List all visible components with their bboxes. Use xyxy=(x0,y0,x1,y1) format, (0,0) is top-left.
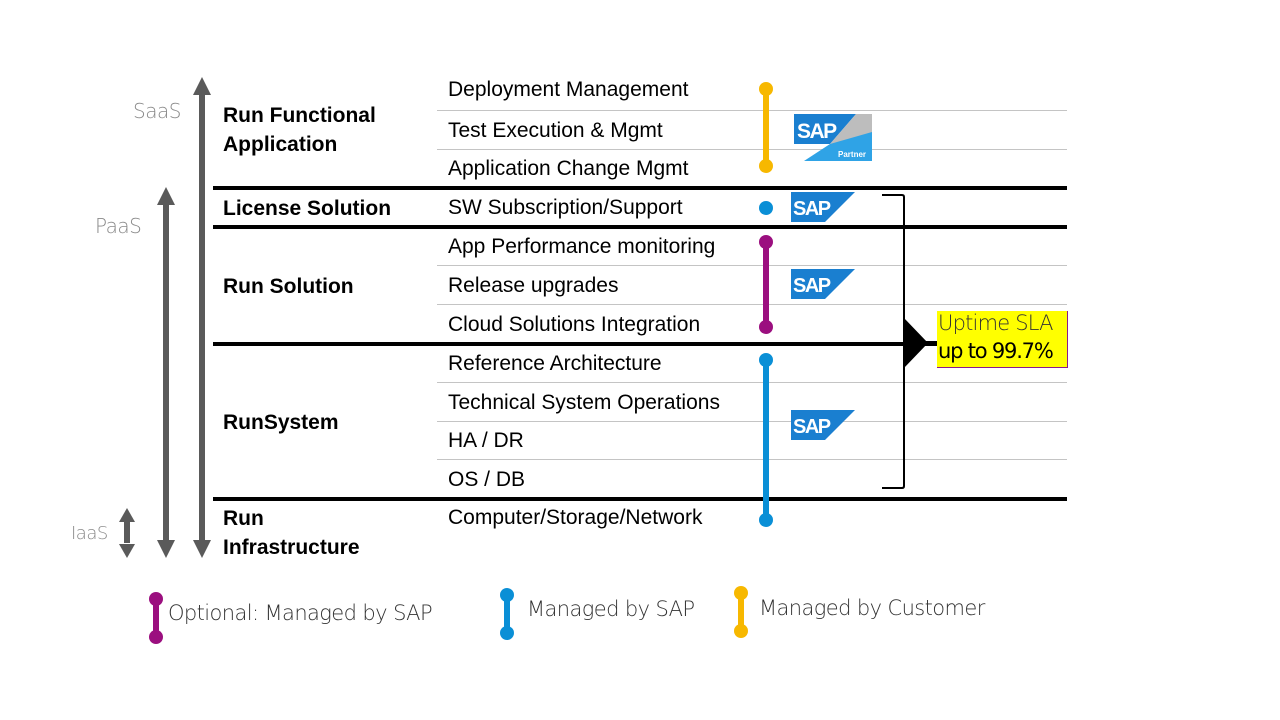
sap-logo-run-solution: SAP xyxy=(791,269,855,299)
tier-label-saas: SaaS xyxy=(133,99,181,123)
sla-highlight xyxy=(937,311,1068,368)
partner-logo-text: Partner xyxy=(838,150,866,159)
management-bars xyxy=(759,82,773,527)
legend-optional-icon xyxy=(149,592,163,644)
legend-sap-label: Managed by SAP xyxy=(527,597,695,621)
row-release-upgrades: Release upgrades xyxy=(448,274,619,297)
paas-arrow-icon xyxy=(157,187,175,558)
row-divider xyxy=(437,304,1067,305)
sap-logo-text: SAP xyxy=(793,416,831,438)
layer-license-solution: License Solution xyxy=(223,197,392,220)
layer-label-line1: Run Functional xyxy=(223,104,376,127)
sap-logo-text: SAP xyxy=(797,120,837,143)
sap-managed-bar xyxy=(759,353,773,527)
legend-customer-icon xyxy=(734,586,748,638)
legend-customer-label: Managed by Customer xyxy=(759,596,985,620)
sap-partner-logo: SAP Partner xyxy=(794,114,872,161)
row-compute-storage-network: Computer/Storage/Network xyxy=(448,506,703,529)
row-cloud-solutions: Cloud Solutions Integration xyxy=(448,313,701,336)
layer-label-line1: Run xyxy=(223,507,264,530)
row-divider xyxy=(437,459,1067,460)
row-sw-subscription: SW Subscription/Support xyxy=(448,196,683,219)
layer-label-line2: Application xyxy=(223,133,338,156)
layer-run-functional-application: Run Functional Application xyxy=(223,101,376,159)
row-reference-architecture: Reference Architecture xyxy=(448,352,662,375)
layer-divider xyxy=(213,342,1067,346)
tier-label-paas: PaaS xyxy=(95,214,142,238)
layer-run-system: RunSystem xyxy=(223,411,339,434)
layer-divider xyxy=(213,186,1067,190)
sap-logo-run-system: SAP xyxy=(791,410,855,440)
sla-value: up to 99.7% xyxy=(938,339,1054,363)
row-deployment-management: Deployment Management xyxy=(448,78,689,101)
saas-arrow-icon xyxy=(193,77,211,558)
sla-title: Uptime SLA xyxy=(938,311,1054,335)
layer-run-solution: Run Solution xyxy=(223,275,354,298)
sap-logo-license: SAP xyxy=(791,192,855,222)
legend-sap-icon xyxy=(500,588,514,640)
row-technical-system-operations: Technical System Operations xyxy=(448,391,720,414)
sla-arrow-icon xyxy=(904,318,928,368)
sap-logo-text: SAP xyxy=(793,198,831,220)
sap-managed-dot xyxy=(759,201,773,215)
row-divider xyxy=(437,382,1067,383)
row-divider xyxy=(437,421,1067,422)
legend-optional-label: Optional: Managed by SAP xyxy=(168,601,433,625)
tier-arrows xyxy=(119,77,211,558)
row-os-db: OS / DB xyxy=(448,468,526,491)
layer-divider xyxy=(213,497,1067,501)
row-divider xyxy=(437,265,1067,266)
row-divider xyxy=(437,110,1067,111)
row-divider xyxy=(437,149,1067,150)
customer-managed-bar xyxy=(759,82,773,173)
optional-managed-bar xyxy=(759,235,773,334)
layer-divider xyxy=(213,225,1067,229)
layer-label-line2: Infrastructure xyxy=(223,536,360,559)
tier-label-iaas: IaaS xyxy=(71,523,108,544)
sap-logo-text: SAP xyxy=(793,275,831,297)
sla-bracket xyxy=(882,194,938,489)
row-test-execution: Test Execution & Mgmt xyxy=(448,119,663,142)
layer-run-infrastructure: Run Infrastructure xyxy=(223,504,360,562)
row-app-performance: App Performance monitoring xyxy=(448,235,716,258)
iaas-arrow-icon xyxy=(119,508,135,558)
row-application-change: Application Change Mgmt xyxy=(448,157,689,180)
row-ha-dr: HA / DR xyxy=(448,429,524,452)
